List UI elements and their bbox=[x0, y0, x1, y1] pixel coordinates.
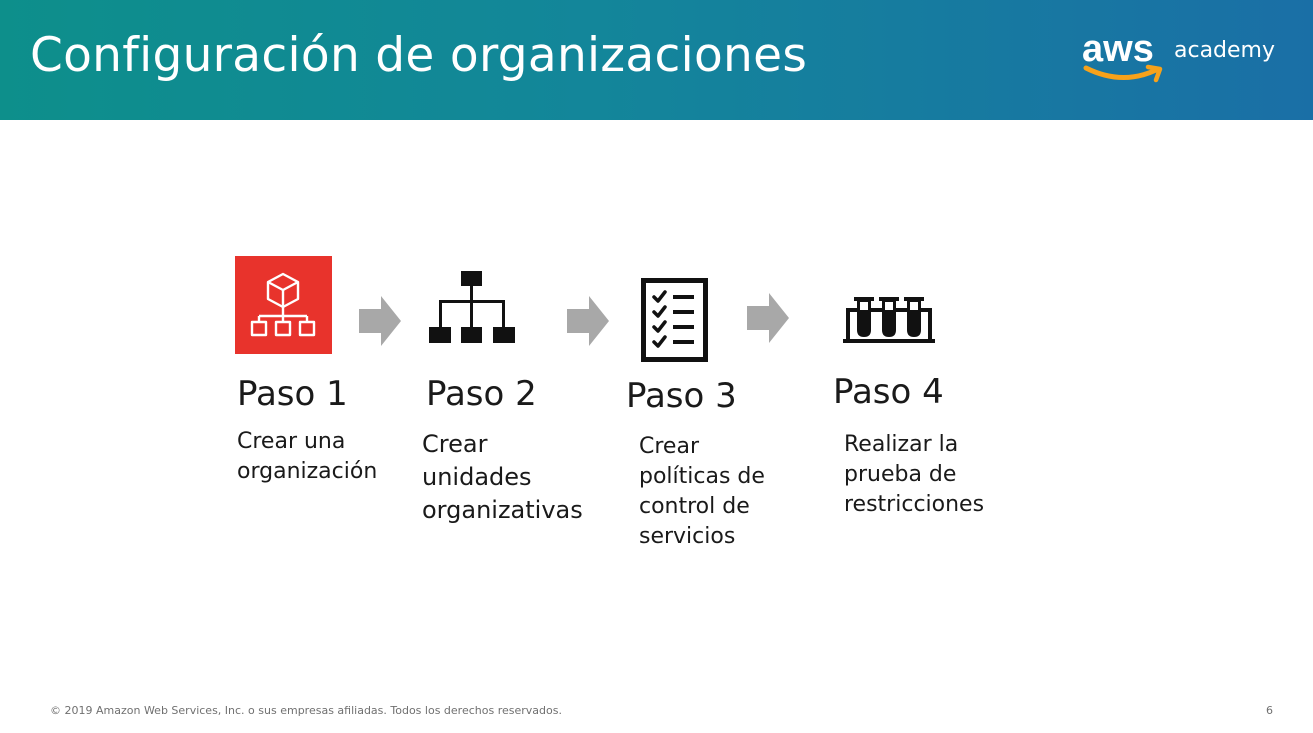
page-title: Configuración de organizaciones bbox=[30, 28, 808, 83]
step-4-desc-line: prueba de bbox=[844, 462, 957, 487]
step-3-desc-line: Crear bbox=[639, 434, 699, 459]
page-number: 6 bbox=[1266, 704, 1273, 717]
arrow-right-icon bbox=[747, 293, 789, 343]
test-tubes-icon bbox=[843, 297, 935, 343]
step-1-description: Crear una organización bbox=[237, 427, 377, 487]
step-3-description: Crear políticas de control de servicios bbox=[639, 432, 765, 552]
footer-copyright: © 2019 Amazon Web Services, Inc. o sus e… bbox=[50, 704, 562, 717]
checklist-icon bbox=[641, 278, 708, 362]
step-1-desc-line: organización bbox=[237, 459, 378, 484]
step-1-label: Paso 1 bbox=[237, 374, 348, 414]
step-1-desc-line: Crear una bbox=[237, 429, 346, 454]
org-hierarchy-icon bbox=[429, 271, 515, 343]
step-4-description: Realizar la prueba de restricciones bbox=[844, 430, 984, 520]
step-4-label: Paso 4 bbox=[833, 372, 944, 412]
aws-organizations-icon bbox=[235, 256, 332, 354]
step-3-label: Paso 3 bbox=[626, 376, 737, 416]
step-4-desc-line: Realizar la bbox=[844, 432, 959, 457]
logo-brand-text: aws bbox=[1082, 28, 1154, 70]
aws-smile-icon bbox=[1083, 64, 1163, 83]
logo-product-text: academy bbox=[1174, 38, 1276, 63]
step-4-desc-line: restricciones bbox=[844, 492, 985, 517]
step-2-description: Crear unidades organizativas bbox=[422, 428, 583, 527]
aws-academy-logo: aws academy bbox=[1082, 30, 1282, 90]
step-2-desc-line: Crear bbox=[422, 430, 488, 458]
step-3-desc-line: políticas de bbox=[639, 464, 765, 489]
arrow-right-icon bbox=[359, 296, 401, 346]
step-2-desc-line: organizativas bbox=[422, 496, 583, 524]
step-2-label: Paso 2 bbox=[426, 374, 537, 414]
step-3-desc-line: control de bbox=[639, 494, 750, 519]
arrow-right-icon bbox=[567, 296, 609, 346]
step-2-desc-line: unidades bbox=[422, 463, 532, 491]
step-3-desc-line: servicios bbox=[639, 524, 736, 549]
header-band: Configuración de organizaciones aws acad… bbox=[0, 0, 1313, 120]
